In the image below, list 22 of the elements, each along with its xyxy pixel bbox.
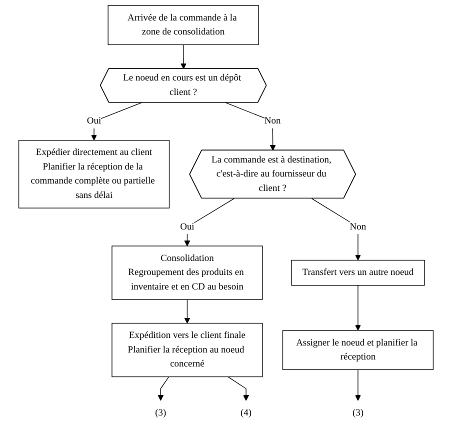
node-box: Transfert vers un autre noeud (291, 260, 425, 286)
node-box: Arrivée de la commande à la zone de consolidation (108, 5, 259, 46)
arrow (355, 369, 361, 401)
arrow (228, 376, 250, 401)
node-text: (3) (155, 408, 166, 418)
arrow (184, 198, 234, 246)
node-box: Consolidation Regroupement des produits en inventaire et en CD au besoin (112, 246, 263, 300)
edge-label: Oui (180, 222, 194, 232)
arrow (91, 102, 142, 141)
node-box: Assigner le noeud et planifier la réception (282, 330, 434, 370)
edge-label: Non (264, 116, 281, 126)
node-text: (4) (240, 408, 252, 418)
arrow (158, 376, 170, 401)
node-text: (3) (352, 408, 364, 418)
edge-label: Oui (86, 116, 102, 126)
node-box: Expédition vers le client finale Planifier la réception au noeud concerné (112, 322, 263, 378)
arrow (355, 284, 361, 331)
edge-label: Non (350, 222, 366, 232)
arrow (180, 44, 186, 70)
arrow (184, 299, 190, 324)
arrow (311, 198, 361, 260)
node-box: Expédier directement au client Planifier la réception de la commande complète ou partielle sans délai (18, 140, 170, 208)
